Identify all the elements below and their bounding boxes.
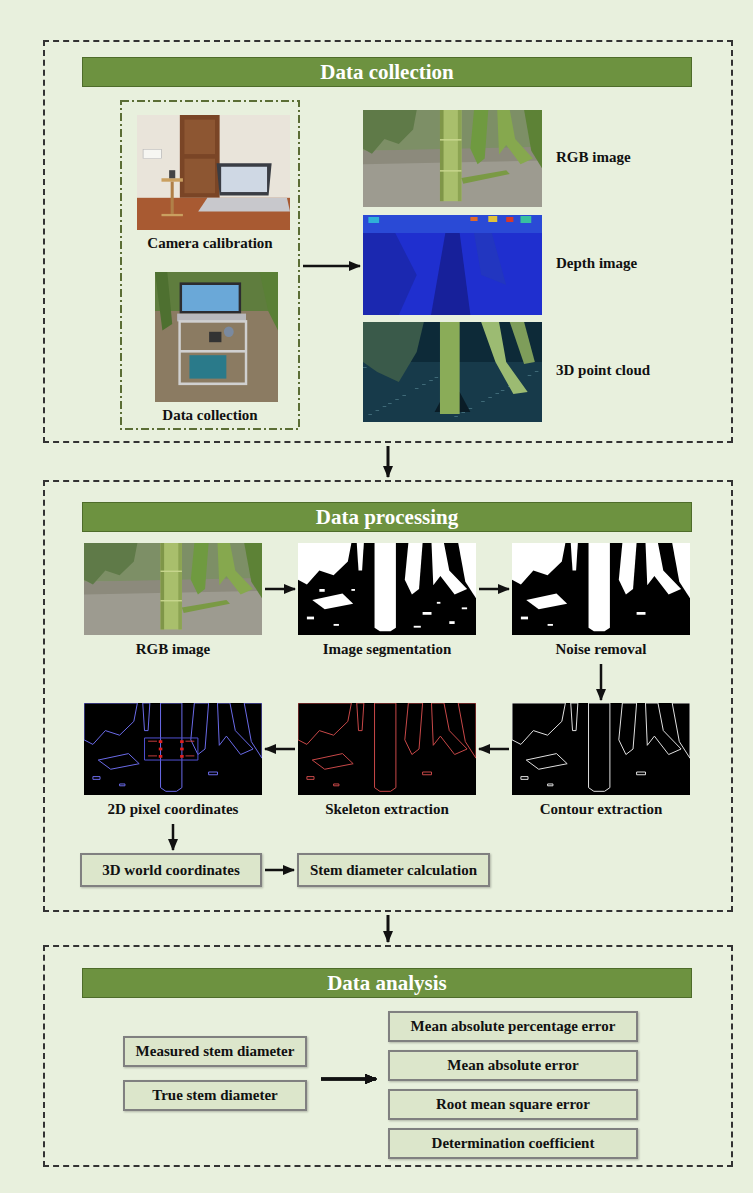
step-caption: Noise removal bbox=[512, 641, 690, 658]
section-header: Data collection bbox=[82, 57, 692, 87]
flow-arrow bbox=[387, 915, 390, 942]
flow-arrow bbox=[321, 1078, 376, 1081]
process-box: 3D world coordinates bbox=[80, 853, 262, 887]
step-photo-art bbox=[84, 703, 262, 795]
box-label: Measured stem diameter bbox=[136, 1043, 295, 1060]
step-image: 2D pixel coordinates bbox=[84, 703, 262, 821]
step-caption: RGB image bbox=[84, 641, 262, 658]
step-image: RGB image bbox=[84, 543, 262, 661]
flow-arrow bbox=[321, 1078, 376, 1081]
step-image: Skeleton extraction bbox=[298, 703, 476, 821]
step-photo-art bbox=[512, 543, 690, 635]
sensor-image-art bbox=[363, 215, 542, 315]
sensor-image bbox=[363, 110, 542, 207]
step-photo bbox=[298, 543, 476, 635]
photo-caption: Camera calibration bbox=[120, 235, 300, 252]
flow-arrow bbox=[303, 265, 360, 268]
flow-arrow bbox=[265, 588, 295, 591]
box-label: Mean absolute error bbox=[447, 1057, 578, 1074]
field-photo-art bbox=[155, 272, 278, 402]
field-photo bbox=[155, 272, 278, 402]
step-image: Noise removal bbox=[512, 543, 690, 661]
flow-arrow bbox=[172, 824, 175, 850]
flow-arrow bbox=[321, 1078, 376, 1081]
step-photo-art bbox=[298, 703, 476, 795]
section-panel: Data processingRGB image Image segmentati… bbox=[43, 480, 733, 912]
flow-arrow bbox=[265, 869, 294, 872]
metric-box: Determination coefficient bbox=[388, 1128, 638, 1159]
section-panel: Data analysisMeasured stem diameterTrue … bbox=[43, 945, 733, 1167]
section-header: Data processing bbox=[82, 502, 692, 532]
input-box: Measured stem diameter bbox=[123, 1036, 307, 1067]
flow-arrow bbox=[600, 664, 603, 700]
calibration-photo bbox=[137, 115, 290, 230]
step-photo bbox=[512, 543, 690, 635]
step-photo bbox=[84, 543, 262, 635]
step-photo-art bbox=[512, 703, 690, 795]
sensor-image bbox=[363, 215, 542, 315]
image-caption: Depth image bbox=[556, 255, 637, 272]
box-label: 3D world coordinates bbox=[102, 862, 240, 879]
flow-arrow bbox=[479, 588, 509, 591]
flow-arrow bbox=[321, 1078, 376, 1081]
flow-arrow bbox=[321, 1078, 376, 1081]
equipment-group: Camera calibrationData collection bbox=[120, 100, 300, 430]
flow-arrow bbox=[321, 1078, 376, 1081]
step-photo-art bbox=[298, 543, 476, 635]
box-label: Determination coefficient bbox=[432, 1135, 595, 1152]
sensor-image-art bbox=[363, 110, 542, 207]
box-label: Stem diameter calculation bbox=[310, 862, 477, 879]
metric-box: Mean absolute error bbox=[388, 1050, 638, 1081]
step-caption: 2D pixel coordinates bbox=[84, 801, 262, 818]
step-photo bbox=[512, 703, 690, 795]
step-photo bbox=[298, 703, 476, 795]
flow-arrow bbox=[321, 1078, 376, 1081]
step-image: Contour extraction bbox=[512, 703, 690, 821]
sensor-image-art bbox=[363, 322, 542, 422]
photo-caption: Data collection bbox=[120, 407, 300, 424]
step-caption: Contour extraction bbox=[512, 801, 690, 818]
flow-arrow bbox=[321, 1078, 376, 1081]
step-caption: Image segmentation bbox=[298, 641, 476, 658]
input-box: True stem diameter bbox=[123, 1080, 307, 1111]
flow-arrow bbox=[387, 446, 390, 477]
step-image: Image segmentation bbox=[298, 543, 476, 661]
section-panel: Data collectionCamera calibrationData co… bbox=[43, 40, 733, 443]
image-caption: 3D point cloud bbox=[556, 362, 650, 379]
calibration-photo-art bbox=[137, 115, 290, 230]
flow-arrow bbox=[479, 748, 509, 751]
step-photo-art bbox=[84, 543, 262, 635]
output-stack: RGB imageDepth image 3D point cloud bbox=[363, 110, 663, 422]
box-label: True stem diameter bbox=[152, 1087, 278, 1104]
flow-arrow bbox=[265, 748, 295, 751]
image-caption: RGB image bbox=[556, 149, 631, 166]
sensor-image bbox=[363, 322, 542, 422]
section-header: Data analysis bbox=[82, 968, 692, 998]
metric-box: Mean absolute percentage error bbox=[388, 1011, 638, 1042]
process-box: Stem diameter calculation bbox=[297, 853, 490, 887]
metric-box: Root mean square error bbox=[388, 1089, 638, 1120]
box-label: Mean absolute percentage error bbox=[411, 1018, 616, 1035]
step-caption: Skeleton extraction bbox=[298, 801, 476, 818]
box-label: Root mean square error bbox=[436, 1096, 590, 1113]
step-photo bbox=[84, 703, 262, 795]
